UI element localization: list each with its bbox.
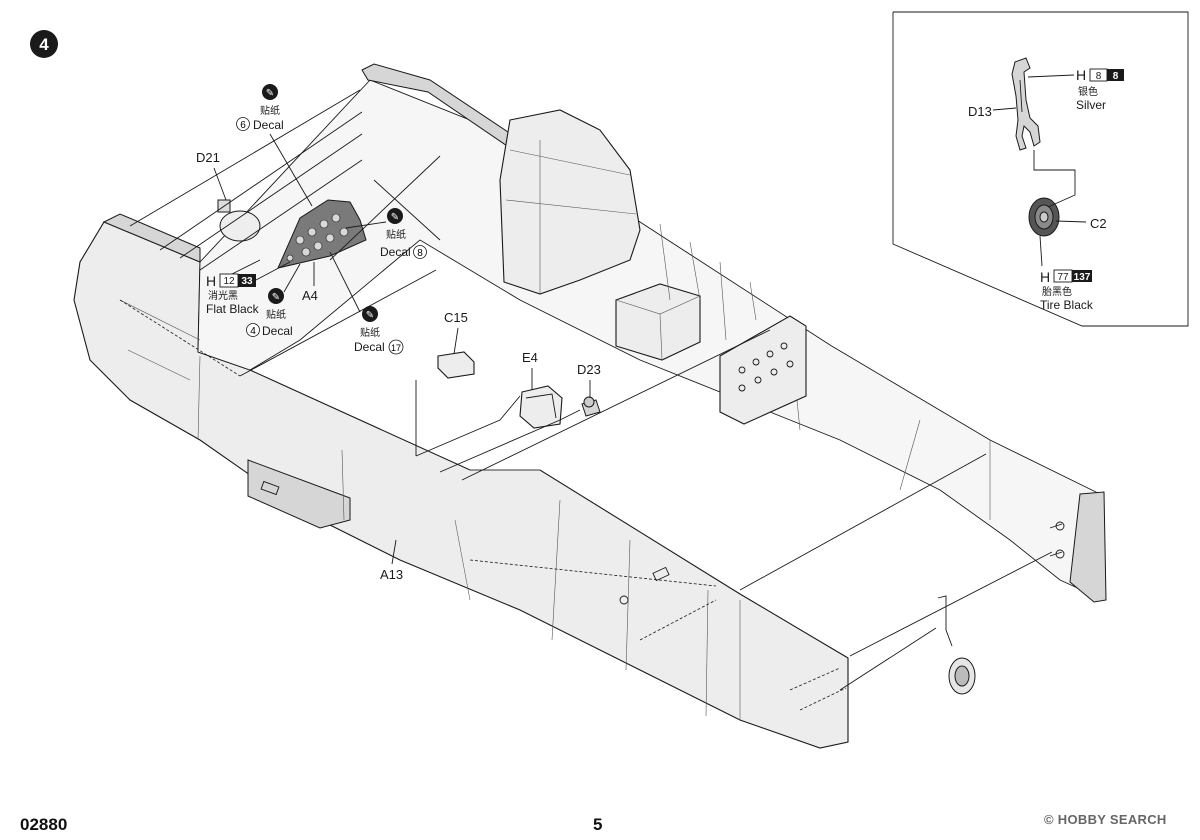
watermark: © HOBBY SEARCH <box>1044 812 1167 827</box>
decal-number: 6 <box>240 120 246 131</box>
paint-code-1: 8 <box>1096 71 1102 82</box>
paint-name-cn: 胎黑色 <box>1042 285 1072 298</box>
paint-prefix: H <box>1076 67 1086 83</box>
part-label-a4: A4 <box>302 288 318 303</box>
paint-name-en: Flat Black <box>206 302 260 316</box>
kit-number: 02880 <box>20 815 68 834</box>
paint-code-2: 137 <box>1074 272 1091 283</box>
step-badge: 4 <box>30 30 58 58</box>
part-label-c2: C2 <box>1090 216 1107 231</box>
part-label-d13: D13 <box>968 104 992 119</box>
paint-prefix: H <box>1040 269 1050 285</box>
paint-code-2: 33 <box>241 276 253 287</box>
instrument-panel-a4 <box>277 199 367 269</box>
part-label-a13: A13 <box>380 567 403 582</box>
paint-code-1: 12 <box>223 276 235 287</box>
page-number: 5 <box>593 815 603 834</box>
decal-number: 17 <box>391 343 401 353</box>
decal-label-en: Decal <box>262 324 293 338</box>
paint-name-en: Tire Black <box>1040 298 1094 312</box>
decal-callout-6: ✎ 贴纸 6 Decal <box>236 84 313 207</box>
paint-name-cn: 银色 <box>1078 85 1098 98</box>
paint-name-en: Silver <box>1076 98 1106 112</box>
paint-callout-flat-black: H 12 33 消光黑 Flat Black <box>206 261 291 316</box>
decal-callout-8: ✎ 贴纸 Decal 8 <box>345 208 427 259</box>
tail-wheel <box>937 595 976 695</box>
paint-code-1: 77 <box>1057 272 1069 283</box>
part-c15 <box>437 351 475 379</box>
decal-number: 4 <box>250 326 256 337</box>
decal-label-en: Decal <box>380 245 411 259</box>
gear-leg-d13 <box>1011 57 1041 151</box>
part-label-e4: E4 <box>522 350 538 365</box>
decal-label-en: Decal <box>354 340 385 354</box>
decal-label-cn: 贴纸 <box>360 326 380 339</box>
decal-number: 8 <box>417 248 423 259</box>
decal-callout-4: ✎ 贴纸 4 Decal <box>246 263 301 338</box>
part-e4 <box>519 385 563 429</box>
decal-label-cn: 贴纸 <box>260 104 280 117</box>
svg-text:✎: ✎ <box>391 212 399 223</box>
step-number: 4 <box>39 35 49 54</box>
decal-label-en: Decal <box>253 118 284 132</box>
inset-detail-box: D13 C2 H 8 8 银色 Silver H 77 137 胎黑色 Tire… <box>892 11 1189 327</box>
decal-label-cn: 贴纸 <box>386 228 406 241</box>
assembly-guide-lines <box>119 89 1053 711</box>
decal-callout-17: ✎ 贴纸 Decal 17 <box>329 251 404 355</box>
part-label-d21: D21 <box>196 150 220 165</box>
paint-callout-silver: H 8 8 银色 Silver <box>1076 67 1124 112</box>
paint-callout-tire-black: H 77 137 胎黑色 Tire Black <box>1040 269 1094 312</box>
fuselage-half-a13 <box>73 63 1107 749</box>
part-label-c15: C15 <box>444 310 468 325</box>
paint-prefix: H <box>206 273 216 289</box>
decal-label-cn: 贴纸 <box>266 308 286 321</box>
paint-code-2: 8 <box>1113 71 1119 82</box>
paint-name-cn: 消光黑 <box>208 289 238 302</box>
bulkhead-holes <box>738 342 794 392</box>
wheel-c2 <box>1028 197 1060 237</box>
svg-text:✎: ✎ <box>272 292 280 303</box>
svg-text:✎: ✎ <box>366 310 374 321</box>
svg-text:✎: ✎ <box>266 88 274 99</box>
part-label-d23: D23 <box>577 362 601 377</box>
part-d23 <box>581 396 601 417</box>
